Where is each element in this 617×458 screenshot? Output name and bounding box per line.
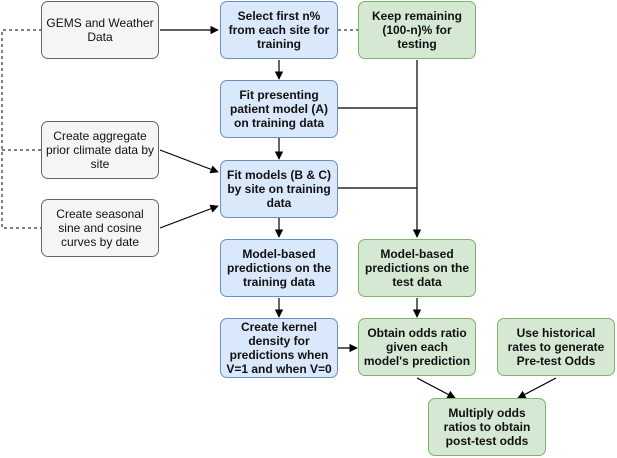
node-label: Obtain odds ratio given each model's pre… <box>363 326 471 368</box>
node-label: Create aggregate prior climate data by s… <box>45 129 155 171</box>
node-label: Fit presenting patient model (A) on trai… <box>230 88 328 130</box>
node-label: Fit models (B & C) by site on training d… <box>227 168 331 210</box>
node-label: Multiply odds ratios to obtain post-test… <box>443 406 531 448</box>
node-label: GEMS and Weather Data <box>46 16 154 44</box>
edge-aggregate-to-fit-bc <box>159 149 219 174</box>
node-gems-weather-data: GEMS and Weather Data <box>41 1 159 59</box>
edge-historical-to-multiply <box>517 377 557 399</box>
node-kernel-density: Create kernel density for predictions wh… <box>220 318 338 378</box>
node-label: Select first n% from each site for train… <box>228 9 330 51</box>
node-fit-models-bc: Fit models (B & C) by site on training d… <box>220 160 338 218</box>
node-aggregate-climate: Create aggregate prior climate data by s… <box>41 121 159 179</box>
edge-gems-to-prep-dashed <box>1 29 42 229</box>
node-seasonal-curves: Create seasonal sine and cosine curves b… <box>41 199 159 257</box>
node-label: Model-based predictions on the test data <box>364 247 469 289</box>
node-label: Create seasonal sine and cosine curves b… <box>56 207 144 249</box>
node-label: Model-based predictions on the training … <box>226 247 331 289</box>
node-historical-rates: Use historical rates to generate Pre-tes… <box>497 318 615 376</box>
edge-odds-to-multiply <box>416 377 456 399</box>
node-label: Create kernel density for predictions wh… <box>226 320 332 376</box>
edge-seasonal-to-fit-bc <box>159 204 219 229</box>
node-label: Use historical rates to generate Pre-tes… <box>507 326 605 368</box>
node-select-training: Select first n% from each site for train… <box>220 1 338 59</box>
node-multiply-odds: Multiply odds ratios to obtain post-test… <box>428 398 546 456</box>
node-label: Keep remaining (100-n)% for testing <box>371 9 463 51</box>
node-predictions-training: Model-based predictions on the training … <box>220 239 338 297</box>
node-odds-ratio: Obtain odds ratio given each model's pre… <box>358 318 476 376</box>
node-predictions-test: Model-based predictions on the test data <box>358 239 476 297</box>
node-fit-model-a: Fit presenting patient model (A) on trai… <box>220 80 338 138</box>
node-keep-testing: Keep remaining (100-n)% for testing <box>358 1 476 59</box>
